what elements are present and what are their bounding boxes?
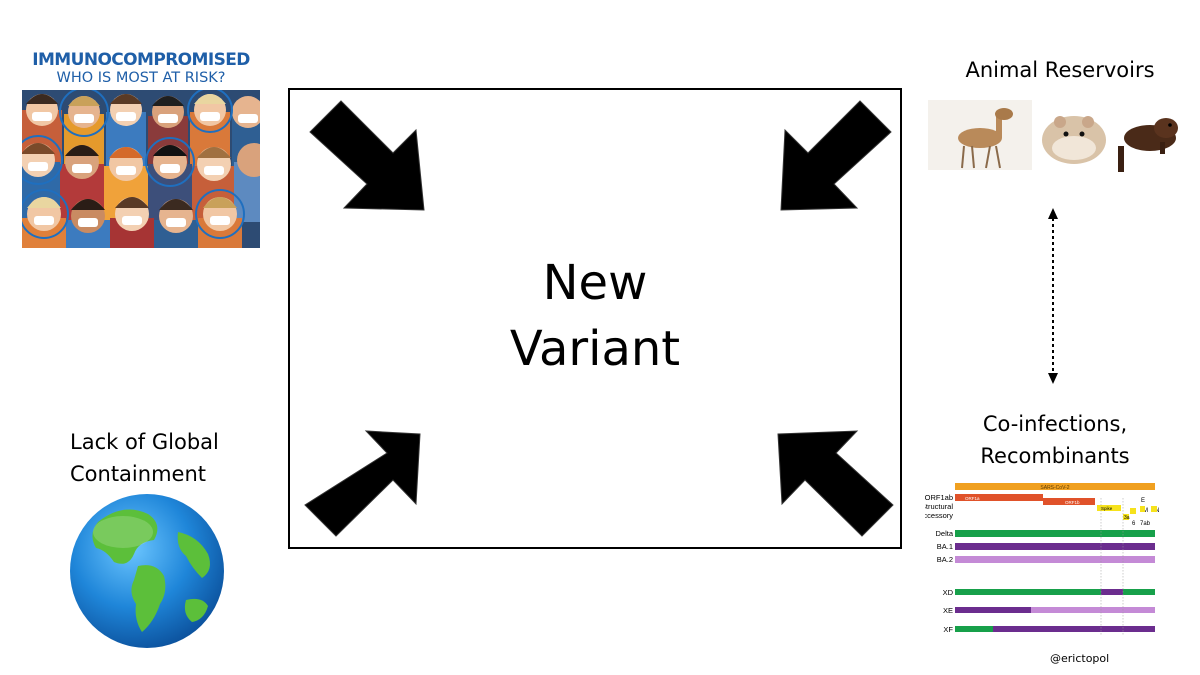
row-label-ba2: BA.2 (937, 555, 953, 564)
arrow-top-right (780, 100, 892, 211)
new-variant-line2: Variant (509, 321, 681, 377)
immunocompromised-panel: IMMUNOCOMPROMISED WHO IS MOST AT RISK? (22, 48, 260, 248)
spike-bar (1097, 505, 1121, 511)
new-variant-line1: New (542, 255, 648, 311)
coinfections-label: Co-infections, Recombinants (940, 408, 1170, 472)
dotted-double-arrow (1048, 208, 1058, 384)
animal-images (928, 100, 1178, 172)
xd-bar-delta (955, 589, 1101, 595)
gene-label-6: 6 (1132, 521, 1136, 527)
arrow-bottom-left (304, 430, 421, 537)
gene-label-spike: Spike (1101, 506, 1113, 511)
gene-label-n: N (1155, 508, 1159, 514)
orf1a-bar (955, 494, 1043, 501)
gene-label-orf1a: ORF1a (965, 496, 980, 501)
deer-icon (958, 108, 1013, 169)
arrow-bottom-right (777, 430, 894, 537)
row-label-structural: Structural (925, 502, 953, 511)
animal-reservoirs-label: Animal Reservoirs (965, 58, 1155, 82)
orf1b-bar (1043, 498, 1095, 505)
delta-bar (955, 530, 1155, 537)
lack-of-containment-label: Lack of Global Containment (70, 426, 290, 490)
row-label-accessory: Accessory (925, 511, 953, 520)
globe-icon (70, 494, 224, 648)
gene-label-orf1b: ORF1b (1065, 500, 1080, 505)
gene-label-e: E (1141, 498, 1145, 504)
row-label-xf: XF (943, 625, 953, 634)
row-label-orf1ab: ORF1ab (925, 493, 953, 502)
author-handle: @erictopol (1050, 652, 1110, 665)
xf-bar-delta (955, 626, 993, 632)
genome-bar (955, 483, 1155, 490)
gene-label-m: M (1143, 508, 1148, 514)
new-variant-label: New Variant (288, 250, 902, 382)
recombinant-genome-map: SARS-CoV-2 ORF1ab Structural Accessory O… (925, 483, 1159, 636)
new-variant-box (288, 88, 902, 549)
genome-label: SARS-CoV-2 (1040, 485, 1069, 491)
mink-icon (1118, 118, 1178, 172)
immunocompromised-subtitle: WHO IS MOST AT RISK? (56, 70, 226, 86)
xe-bar-ba1 (955, 607, 1031, 613)
row-label-xd: XD (943, 588, 954, 597)
xe-bar-ba2 (1031, 607, 1155, 613)
gene-label-3a: 3a (1124, 515, 1130, 521)
lack-line1: Lack of Global (70, 430, 219, 454)
immunocompromised-title: IMMUNOCOMPROMISED (32, 50, 250, 70)
row-label-xe: XE (943, 606, 953, 615)
ba1-bar (955, 543, 1155, 550)
row-label-delta: Delta (935, 529, 953, 538)
coinfections-line1: Co-infections, (982, 412, 1128, 436)
hamster-icon (1042, 116, 1106, 164)
lack-line2: Containment (70, 462, 206, 486)
gene-label-7ab: 7ab (1140, 521, 1151, 527)
arrow-top-left (309, 100, 425, 211)
xd-bar-ba1 (1101, 589, 1123, 595)
xd-bar-delta-end (1123, 589, 1155, 595)
row-label-ba1: BA.1 (937, 542, 953, 551)
ba2-bar (955, 556, 1155, 563)
masked-crowd-illustration (22, 90, 260, 248)
coinfections-line2: Recombinants (980, 444, 1130, 468)
xf-bar-ba1 (993, 626, 1155, 632)
